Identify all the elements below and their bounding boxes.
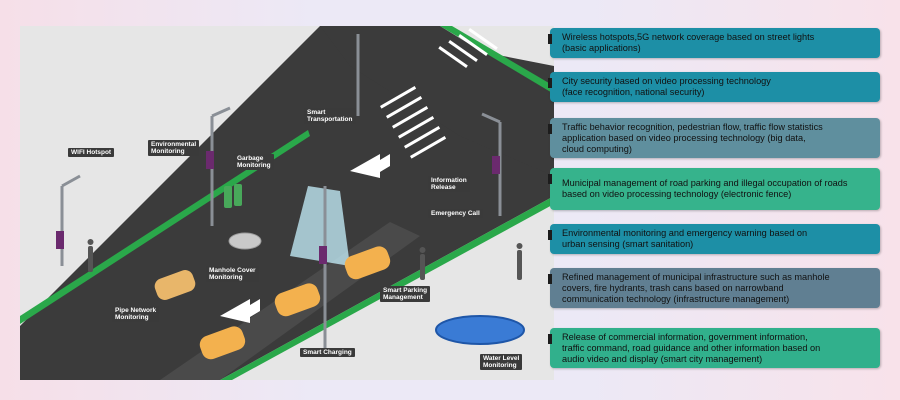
label-smart-charging: Smart Charging (300, 348, 355, 357)
cross-road (320, 26, 554, 176)
application-text: Traffic behavior recognition, pedestrian… (562, 121, 823, 154)
street-lights (60, 34, 502, 356)
street-illustration (20, 26, 554, 380)
application-text: Municipal management of road parking and… (562, 178, 848, 199)
road-arrow-upper (350, 154, 390, 178)
label-emergency-call: Emergency Call (428, 209, 483, 218)
application-item: Traffic behavior recognition, pedestrian… (548, 118, 880, 158)
road-arrow-lower (220, 299, 260, 323)
pedestrians (87, 239, 523, 280)
light-cone (290, 186, 350, 266)
application-item: Refined management of municipal infrastr… (548, 268, 880, 308)
application-item: Environmental monitoring and emergency w… (548, 224, 880, 254)
banner-4 (319, 246, 327, 264)
application-item: Release of commercial information, gover… (548, 328, 880, 368)
crosswalk (380, 28, 498, 159)
application-item: City security based on video processing … (548, 72, 880, 102)
main-road (20, 26, 554, 380)
application-item: Wireless hotspots,5G network coverage ba… (548, 28, 880, 58)
label-manhole-cover-monitoring: Manhole Cover Monitoring (206, 266, 259, 282)
green-strip-upper (20, 130, 310, 324)
applications-panel: Wireless hotspots,5G network coverage ba… (544, 26, 884, 380)
water-puddle (435, 315, 525, 345)
application-item: Municipal management of road parking and… (548, 168, 880, 210)
manhole-cover (228, 232, 262, 250)
label-wifi-hotspot: WIFI Hotspot (68, 148, 115, 157)
label-information-release: Information Release (428, 176, 470, 192)
label-garbage-monitoring: Garbage Monitoring (234, 154, 274, 170)
application-text: Wireless hotspots,5G network coverage ba… (562, 32, 815, 53)
banner-3 (492, 156, 500, 174)
street-scene: WIFI Hotspot Environmental Monitoring Ga… (20, 26, 554, 380)
application-text: Release of commercial information, gover… (562, 331, 821, 364)
label-environmental-monitoring: Environmental Monitoring (148, 140, 200, 156)
banner-2 (206, 151, 214, 169)
label-smart-transportation: Smart Transportation (304, 108, 356, 124)
cars (154, 246, 391, 360)
application-text: Environmental monitoring and emergency w… (562, 228, 808, 249)
garbage-bin-2 (234, 184, 242, 206)
garbage-bin-1 (224, 186, 232, 208)
banner-1 (56, 231, 64, 249)
label-smart-parking-management: Smart Parking Management (380, 286, 431, 302)
application-text: Refined management of municipal infrastr… (562, 271, 830, 304)
label-water-level-monitoring: Water Level Monitoring (480, 354, 523, 370)
application-text: City security based on video processing … (562, 76, 771, 97)
label-pipe-network-monitoring: Pipe Network Monitoring (112, 306, 160, 322)
